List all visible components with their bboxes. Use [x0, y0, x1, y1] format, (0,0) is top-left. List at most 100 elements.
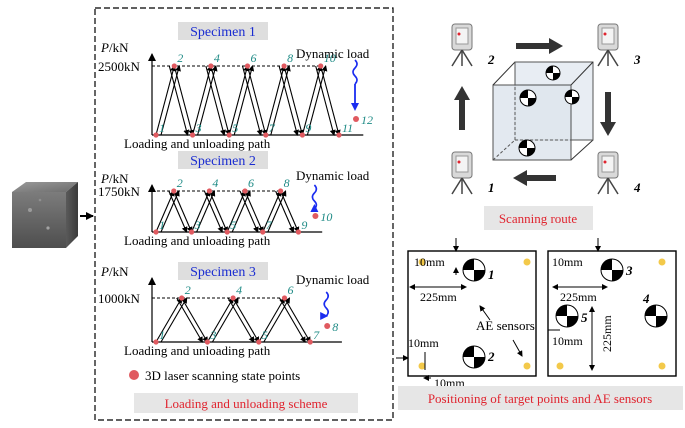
target-point-icon — [518, 139, 536, 157]
target-point-icon — [462, 345, 486, 369]
load-path-segment — [265, 65, 286, 136]
load-path-segment — [228, 65, 250, 136]
scanner-number: 4 — [633, 180, 641, 195]
state-point-number: 8 — [332, 320, 338, 334]
state-point — [206, 188, 212, 194]
load-path-segment — [197, 65, 218, 136]
load-path-segment — [181, 297, 208, 343]
dim-10mm-side-right: 10mm — [552, 334, 583, 348]
specimen-title: Specimen 2 — [190, 154, 256, 169]
scanner-number: 1 — [488, 180, 495, 195]
state-point-number: 4 — [212, 176, 218, 190]
load-path-segment — [176, 297, 203, 343]
laser-scanner-icon — [451, 151, 473, 195]
state-point — [208, 63, 214, 69]
state-point-number: 6 — [288, 283, 294, 297]
specimen-title-bg — [178, 151, 268, 169]
laser-scanner-icon — [597, 23, 619, 67]
state-point-number: 5 — [230, 218, 236, 232]
state-point-number: 7 — [269, 121, 276, 135]
load-path-segment — [173, 65, 195, 136]
load-path-segment — [320, 65, 341, 136]
loading-path-label: Loading and unloading path — [124, 136, 271, 151]
specimen-1-panel: Specimen 1P/kN2500kN123456789101112Dynam… — [98, 22, 373, 151]
state-point-number: 3 — [194, 218, 201, 232]
state-point-number: 4 — [214, 51, 220, 65]
target-point-icon — [600, 258, 624, 282]
specimen-title: Specimen 3 — [190, 265, 256, 280]
load-path-segment — [227, 297, 255, 343]
loading-path-label: Loading and unloading path — [124, 233, 271, 248]
legend-label: 3D laser scanning state points — [145, 368, 300, 383]
dim-10mm-top-left: 10mm — [414, 255, 445, 269]
state-point — [190, 132, 196, 138]
dynamic-load-wave — [352, 59, 358, 85]
scheme-caption: Loading and unloading scheme — [165, 396, 328, 411]
state-point-number: 5 — [232, 121, 238, 135]
load-path-segment — [168, 65, 190, 136]
state-point-number: 7 — [266, 218, 273, 232]
load-path-segment — [231, 190, 251, 233]
axis-label-p: P/kN — [100, 171, 129, 186]
state-point — [204, 339, 210, 345]
state-point — [153, 339, 159, 345]
load-path-segment — [211, 297, 239, 343]
state-point-number: 9 — [305, 121, 311, 135]
load-path-segment — [208, 190, 228, 233]
state-point-number: 6 — [251, 51, 257, 65]
state-point-number: 7 — [313, 328, 320, 342]
load-path-segment — [301, 65, 323, 136]
load-path-segment — [155, 297, 183, 343]
target-point-icon — [555, 304, 579, 328]
load-path-segment — [315, 65, 336, 136]
scanner-number: 3 — [633, 52, 641, 67]
target-label: 5 — [581, 310, 588, 325]
load-path-segment — [233, 65, 255, 136]
laser-scanner-icon — [451, 23, 473, 67]
dynamic-load-label: Dynamic load — [296, 168, 370, 183]
state-point-number: 12 — [361, 113, 373, 127]
load-path-segment — [284, 297, 311, 343]
ae-sensor-dot — [658, 258, 666, 266]
state-point — [171, 188, 177, 194]
state-point — [256, 339, 262, 345]
state-point — [281, 63, 287, 69]
dim-225mm-right-h: 225mm — [560, 290, 597, 304]
state-point — [307, 339, 313, 345]
scanning-caption-bg — [484, 206, 593, 230]
specimen-title-bg — [178, 22, 268, 40]
positioning-caption-bg — [398, 386, 683, 410]
target-label: 4 — [642, 291, 650, 306]
target-point-icon — [519, 89, 537, 107]
state-point-number: 8 — [287, 51, 293, 65]
peak-load-label: 1000kN — [98, 291, 141, 306]
scanning-caption: Scanning route — [499, 211, 578, 226]
state-point-number: 10 — [324, 51, 336, 65]
state-point-number: 1 — [159, 218, 165, 232]
positioning-caption: Positioning of target points and AE sens… — [428, 391, 652, 406]
state-point — [230, 295, 236, 301]
load-path-segment — [306, 65, 328, 136]
dim-225mm-right-v: 225mm — [600, 315, 614, 352]
state-point-number: 1 — [159, 121, 165, 135]
peak-load-label: 1750kN — [98, 184, 141, 199]
state-point-number: 3 — [209, 328, 216, 342]
load-path-segment — [210, 65, 231, 136]
load-path-segment — [275, 190, 295, 233]
state-point — [153, 132, 159, 138]
state-point — [353, 116, 359, 122]
scheme-frame — [94, 7, 394, 421]
ae-sensors-label: AE sensors — [476, 318, 535, 333]
load-path-segment — [280, 190, 300, 233]
state-point — [263, 132, 269, 138]
ae-sensor-dot — [523, 258, 531, 266]
load-path-segment — [160, 65, 181, 136]
load-path-segment — [239, 190, 259, 233]
load-path-segment — [155, 190, 175, 233]
state-point — [312, 213, 319, 219]
load-path-segment — [226, 190, 246, 233]
state-point-number: 8 — [284, 176, 290, 190]
